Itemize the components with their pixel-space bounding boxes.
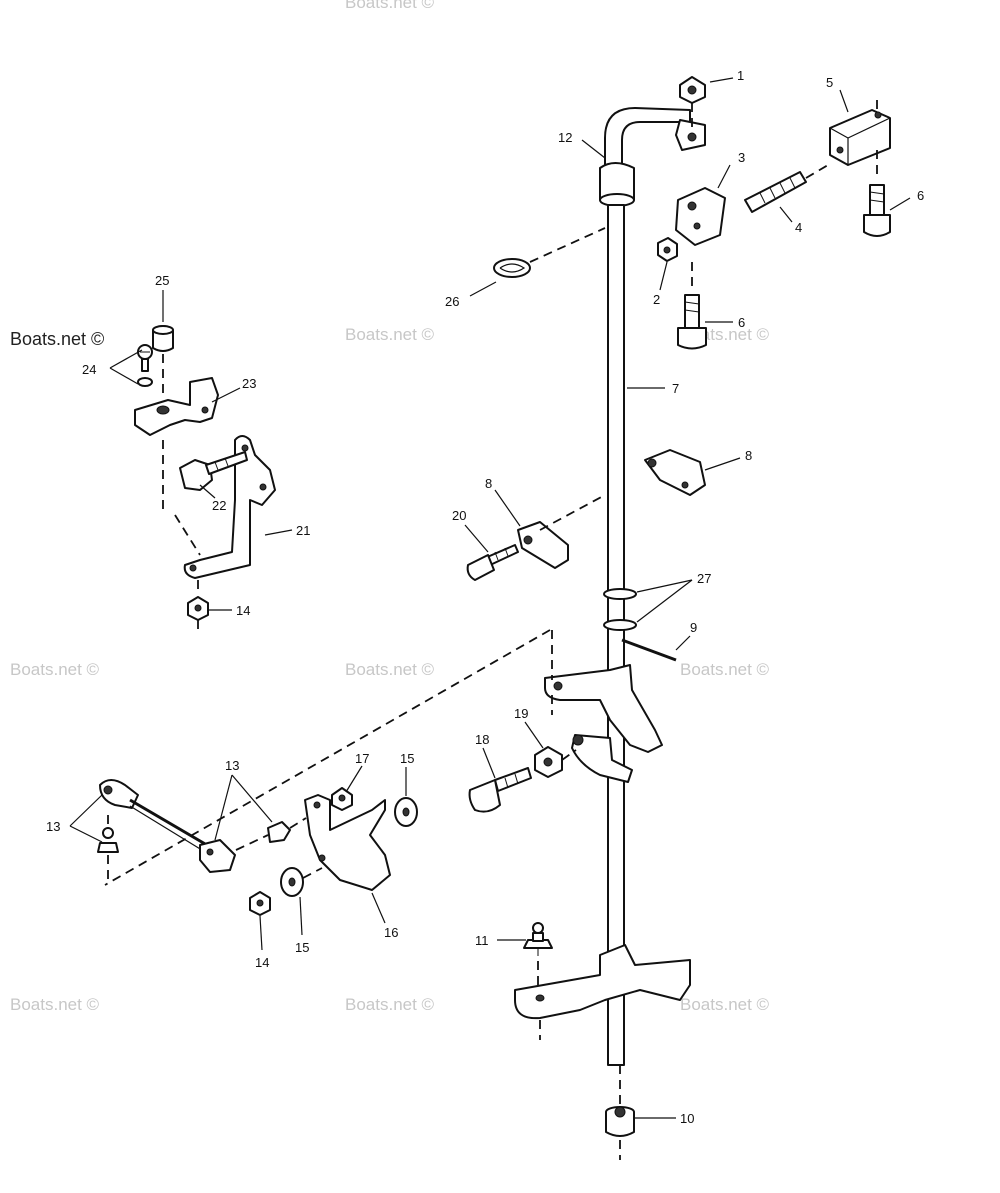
callout-14-lower: 14: [255, 955, 269, 970]
watermark: Boats.net ©: [345, 995, 435, 1014]
watermark: Boats.net ©: [345, 660, 435, 679]
cap-25: [152, 325, 174, 398]
screw-24: [137, 344, 153, 387]
watermark: Boats.net ©: [345, 325, 435, 344]
watermark: Boats.net ©: [10, 995, 100, 1014]
callout-15-upper: 15: [400, 751, 414, 766]
assembly-line: [104, 629, 551, 886]
nut-14-lower: [249, 891, 271, 916]
callout-25: 25: [155, 273, 169, 288]
callout-13-top: 13: [225, 758, 239, 773]
bolt-22: [179, 451, 248, 491]
callout-3: 3: [738, 150, 745, 165]
callout-17: 17: [355, 751, 369, 766]
callout-23: 23: [242, 376, 256, 391]
nut-1: [679, 76, 706, 128]
callout-19: 19: [514, 706, 528, 721]
callout-27: 27: [697, 571, 711, 586]
screw-20: [466, 544, 519, 581]
watermark: Boats.net ©: [680, 995, 770, 1014]
block-5: [829, 100, 891, 180]
callout-16: 16: [384, 925, 398, 940]
rod-4: [744, 164, 829, 213]
washer-15-upper: [394, 797, 418, 827]
callout-2: 2: [653, 292, 660, 307]
watermark: Boats.net ©: [10, 660, 100, 679]
throttle-lever: [544, 664, 663, 783]
callout-20: 20: [452, 508, 466, 523]
bolt-6-upper: [863, 184, 891, 237]
callout-9: 9: [690, 620, 697, 635]
watermark: Boats.net ©: [345, 0, 435, 12]
callout-12: 12: [558, 130, 572, 145]
link-rod-13: [97, 779, 307, 885]
callout-24: 24: [82, 362, 96, 377]
callout-7: 7: [672, 381, 679, 396]
lower-lever: [514, 944, 691, 1040]
callout-11: 11: [475, 933, 489, 948]
nut-19: [534, 746, 577, 778]
callout-15-lower: 15: [295, 940, 309, 955]
clip-26: [493, 227, 606, 278]
leader-lines: [69, 77, 911, 1119]
callout-6-upper: 6: [917, 188, 924, 203]
callout-1: 1: [737, 68, 744, 83]
callout-labels: 1 2 3 4 5 6 6 7 8 8 9 10 11 12 13 13 14 …: [46, 68, 924, 1126]
callout-21: 21: [296, 523, 310, 538]
callout-8-right: 8: [745, 448, 752, 463]
ball-stud-11: [523, 922, 553, 956]
callout-6-lower: 6: [738, 315, 745, 330]
bracket-16: [304, 794, 391, 891]
callout-4: 4: [795, 220, 802, 235]
ball-17: [331, 787, 353, 811]
connector-3: [675, 187, 726, 246]
shaft: [599, 107, 706, 1160]
watermark: Boats.net ©: [680, 660, 770, 679]
watermark-main: Boats.net ©: [10, 329, 104, 349]
callout-22: 22: [212, 498, 226, 513]
clamp-8-right: [644, 449, 706, 496]
callout-8-left: 8: [485, 476, 492, 491]
screw-18: [468, 767, 532, 813]
nut-2: [657, 237, 678, 262]
callout-10: 10: [680, 1111, 694, 1126]
bracket-23: [134, 377, 219, 510]
bracket-21: [174, 435, 276, 579]
clamp-8-left: [517, 494, 606, 569]
washer-15-lower: [280, 867, 323, 897]
nut-14-upper: [187, 580, 209, 632]
callout-5: 5: [826, 75, 833, 90]
bolt-6-lower: [677, 262, 707, 350]
callout-18: 18: [475, 732, 489, 747]
callout-13-left: 13: [46, 819, 60, 834]
callout-14-upper: 14: [236, 603, 250, 618]
callout-26: 26: [445, 294, 459, 309]
